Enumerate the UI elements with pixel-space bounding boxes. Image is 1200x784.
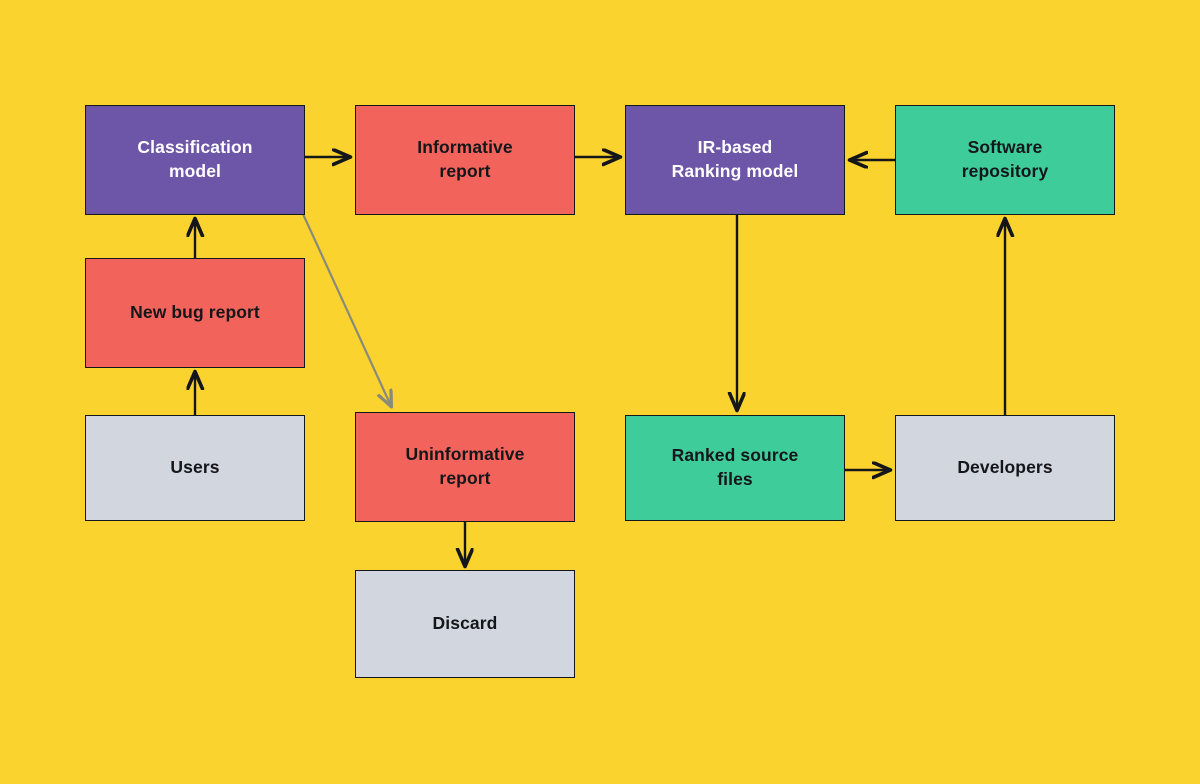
node-new-bug-report[interactable]: New bug report <box>85 258 305 368</box>
node-uninformative-report[interactable]: Uninformative report <box>355 412 575 522</box>
node-classification-model[interactable]: Classification model <box>85 105 305 215</box>
node-users[interactable]: Users <box>85 415 305 521</box>
node-developers[interactable]: Developers <box>895 415 1115 521</box>
node-discard[interactable]: Discard <box>355 570 575 678</box>
node-ranked-source-files[interactable]: Ranked source files <box>625 415 845 521</box>
node-ir-based-ranking-model[interactable]: IR-based Ranking model <box>625 105 845 215</box>
node-informative-report[interactable]: Informative report <box>355 105 575 215</box>
edge-classification-model-to-uninformative-report <box>302 213 391 406</box>
node-software-repository[interactable]: Software repository <box>895 105 1115 215</box>
